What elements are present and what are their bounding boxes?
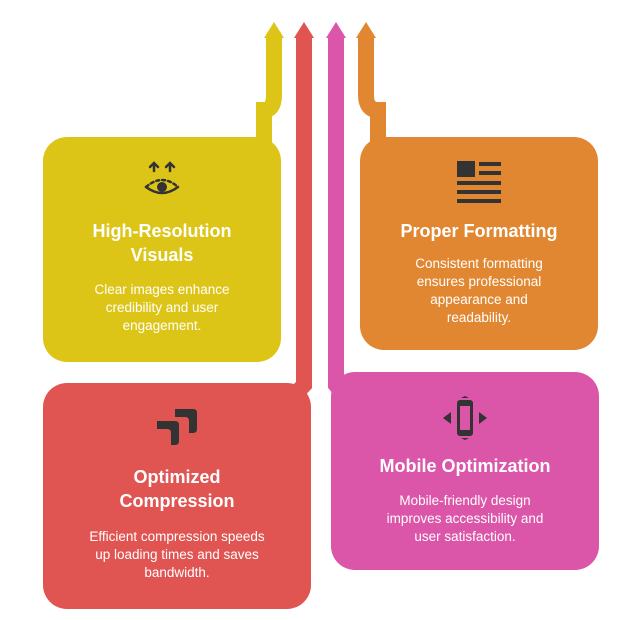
yellow-arrowhead-icon [264, 22, 284, 38]
card-description-line: readability. [446, 310, 512, 325]
card-description-line: engagement. [122, 318, 202, 333]
card-high-resolution-visuals: High-Resolution Visuals Clear images enh… [43, 137, 281, 362]
card-proper-formatting: Proper Formatting Consistent formatting … [360, 137, 598, 350]
card-title-line: Optimized [133, 467, 221, 487]
red-arrowhead-icon [294, 22, 314, 38]
compress-blocks-icon [153, 407, 201, 452]
card-description-line: Efficient compression speeds [89, 529, 265, 544]
orange-arrowhead-icon [356, 22, 376, 38]
eye-arrows-icon [142, 159, 182, 204]
card-description-line: up loading times and saves [95, 547, 259, 562]
card-title-line: Visuals [130, 245, 194, 265]
card-description: Mobile-friendly design improves accessib… [331, 492, 599, 546]
yellow-connector [256, 38, 282, 150]
card-description-line: user satisfaction. [414, 529, 516, 544]
card-title-line: Compression [119, 491, 235, 511]
card-title: Optimized Compression [43, 465, 311, 513]
card-title-line: Mobile Optimization [379, 456, 551, 476]
card-title-line: High-Resolution [92, 221, 232, 241]
card-description-line: Consistent formatting [415, 256, 543, 271]
card-description-line: credibility and user [105, 300, 219, 315]
card-description-line: Mobile-friendly design [399, 493, 531, 508]
card-optimized-compression: Optimized Compression Efficient compress… [43, 383, 311, 609]
document-layout-icon [455, 159, 503, 210]
card-description-line: improves accessibility and [386, 511, 544, 526]
card-description-line: ensures professional [416, 274, 542, 289]
card-description: Clear images enhance credibility and use… [43, 281, 281, 335]
mobile-device-icon [441, 396, 489, 445]
red-connector [284, 38, 312, 406]
card-description-line: appearance and [430, 292, 528, 307]
orange-connector [358, 38, 386, 150]
card-title: Mobile Optimization [331, 454, 599, 478]
card-description-line: Clear images enhance [94, 282, 230, 297]
card-description: Consistent formatting ensures profession… [360, 255, 598, 327]
card-title: High-Resolution Visuals [43, 219, 281, 267]
card-description: Efficient compression speeds up loading … [43, 528, 311, 582]
card-description-line: bandwidth. [144, 565, 210, 580]
card-title-line: Proper Formatting [400, 221, 558, 241]
card-title: Proper Formatting [360, 219, 598, 243]
magenta-arrowhead-icon [326, 22, 346, 38]
magenta-connector [328, 38, 355, 405]
card-mobile-optimization: Mobile Optimization Mobile-friendly desi… [331, 372, 599, 570]
